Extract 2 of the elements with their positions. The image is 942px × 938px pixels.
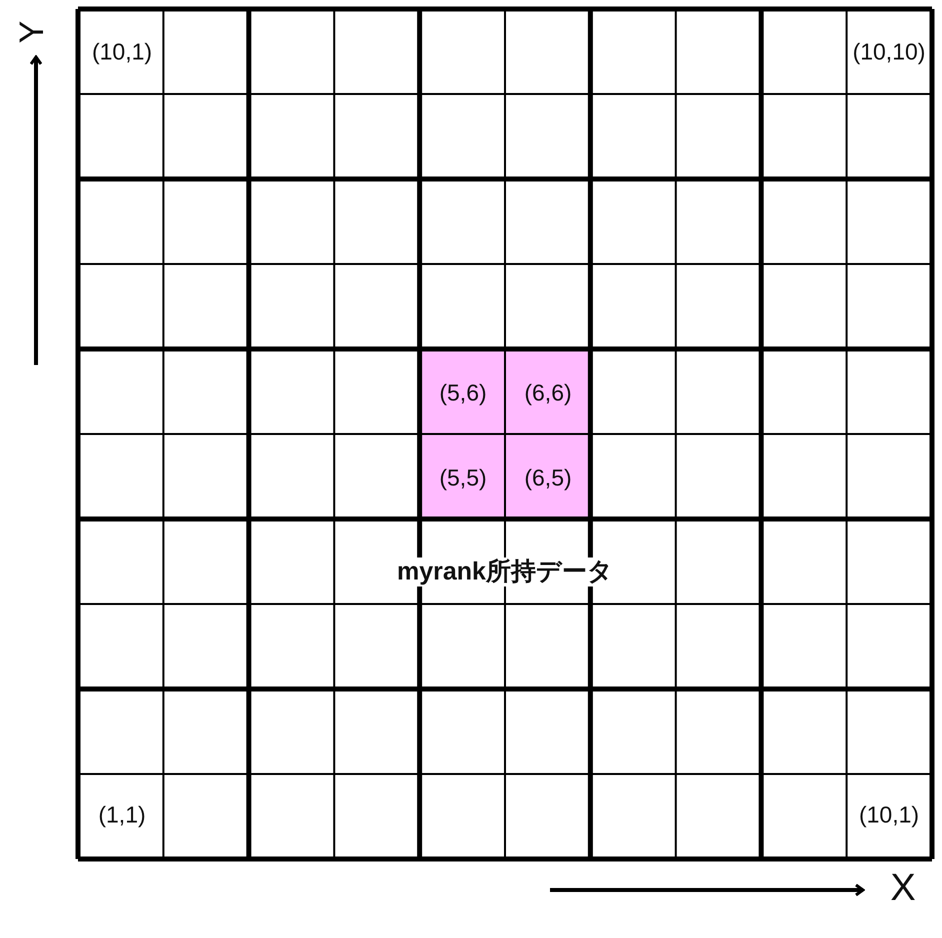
axis-label: X: [889, 867, 917, 909]
axis-label: Y: [13, 20, 51, 44]
